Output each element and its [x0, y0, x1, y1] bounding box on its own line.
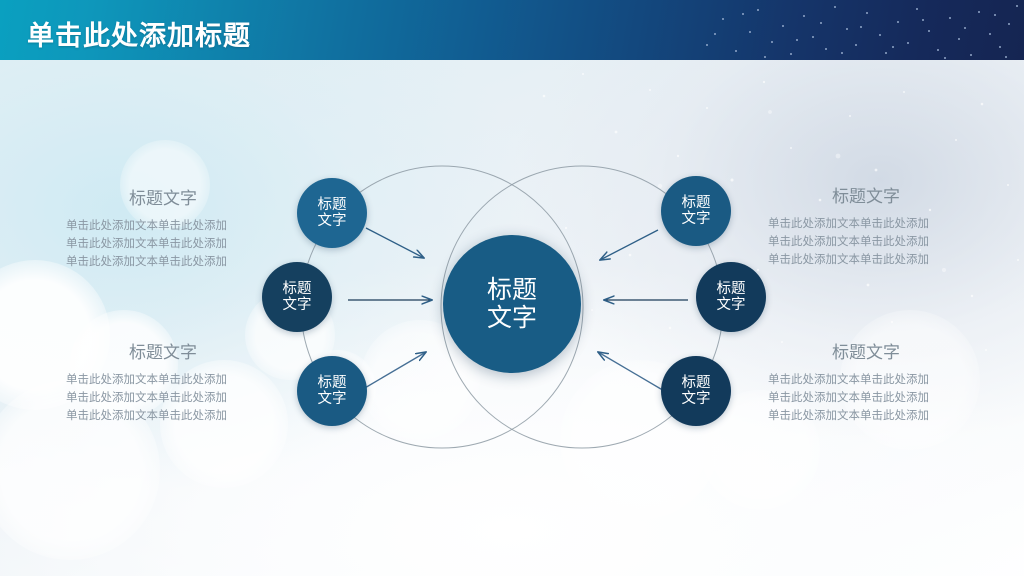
- node-left-bottom[interactable]: 标题 文字: [297, 356, 367, 426]
- node-left-bottom-line2: 文字: [317, 391, 347, 407]
- background-star-field: [542, 73, 1019, 351]
- center-node-line1: 标题: [486, 276, 537, 304]
- text-block-left-bottom-line-3: 单击此处添加文本单击此处添加: [66, 409, 227, 422]
- bokeh-blob: [120, 140, 210, 230]
- center-node-line2: 文字: [486, 304, 537, 332]
- text-block-right-bottom-line-2: 单击此处添加文本单击此处添加: [768, 391, 929, 404]
- text-block-left-bottom-line-1: 单击此处添加文本单击此处添加: [66, 374, 227, 386]
- text-block-left-bottom-title: 标题文字: [129, 343, 197, 362]
- text-block-right-top-line-1: 单击此处添加文本单击此处添加: [768, 218, 929, 230]
- text-block-right-top-line-2: 单击此处添加文本单击此处添加: [768, 235, 929, 248]
- node-right-bottom-line1: 标题: [681, 374, 711, 391]
- bokeh-blob: [840, 310, 980, 450]
- node-left-top[interactable]: 标题 文字: [297, 178, 367, 248]
- text-block-left-top-line-3: 单击此处添加文本单击此处添加: [66, 255, 227, 268]
- text-block-left-top[interactable]: 标题文字 单击此处添加文本单击此处添加 单击此处添加文本单击此处添加 单击此处添…: [66, 184, 306, 271]
- slide-title: 单击此处添加标题: [27, 21, 251, 51]
- text-block-right-bottom-title: 标题文字: [832, 343, 900, 362]
- node-right-middle-line2: 文字: [716, 297, 746, 313]
- bokeh-blob: [0, 380, 160, 560]
- slide-header: 单击此处添加标题: [0, 0, 1024, 60]
- text-block-left-top-line-2: 单击此处添加文本单击此处添加: [66, 237, 227, 250]
- text-block-left-bottom-line-2: 单击此处添加文本单击此处添加: [66, 391, 227, 404]
- node-right-bottom-line2: 文字: [681, 391, 711, 407]
- bokeh-blob: [160, 360, 288, 488]
- node-right-middle-line1: 标题: [716, 280, 746, 297]
- node-right-top-line2: 文字: [681, 211, 711, 227]
- text-block-left-bottom[interactable]: 标题文字 单击此处添加文本单击此处添加 单击此处添加文本单击此处添加 单击此处添…: [66, 338, 306, 425]
- text-block-right-top-line-3: 单击此处添加文本单击此处添加: [768, 253, 929, 266]
- node-left-middle-line2: 文字: [282, 297, 312, 313]
- text-block-right-top-title: 标题文字: [832, 187, 900, 206]
- node-left-top-line1: 标题: [317, 196, 347, 213]
- node-right-top[interactable]: 标题 文字: [661, 176, 731, 246]
- text-block-right-top[interactable]: 标题文字 单击此处添加文本单击此处添加 单击此处添加文本单击此处添加 单击此处添…: [768, 182, 1008, 269]
- node-right-top-line1: 标题: [681, 194, 711, 211]
- node-left-middle[interactable]: 标题 文字: [262, 262, 332, 332]
- node-left-bottom-line1: 标题: [317, 374, 347, 391]
- node-left-middle-line1: 标题: [282, 280, 312, 297]
- node-left-top-line2: 文字: [317, 213, 347, 229]
- node-right-bottom[interactable]: 标题 文字: [661, 356, 731, 426]
- header-star-field: [706, 5, 1018, 59]
- text-block-left-top-line-1: 单击此处添加文本单击此处添加: [66, 220, 227, 232]
- text-block-right-bottom-line-1: 单击此处添加文本单击此处添加: [768, 374, 929, 386]
- text-block-right-bottom-line-3: 单击此处添加文本单击此处添加: [768, 409, 929, 422]
- center-node[interactable]: 标题 文字: [443, 235, 581, 373]
- text-block-left-top-title: 标题文字: [129, 189, 197, 208]
- node-right-middle[interactable]: 标题 文字: [696, 262, 766, 332]
- text-block-right-bottom[interactable]: 标题文字 单击此处添加文本单击此处添加 单击此处添加文本单击此处添加 单击此处添…: [768, 338, 1008, 425]
